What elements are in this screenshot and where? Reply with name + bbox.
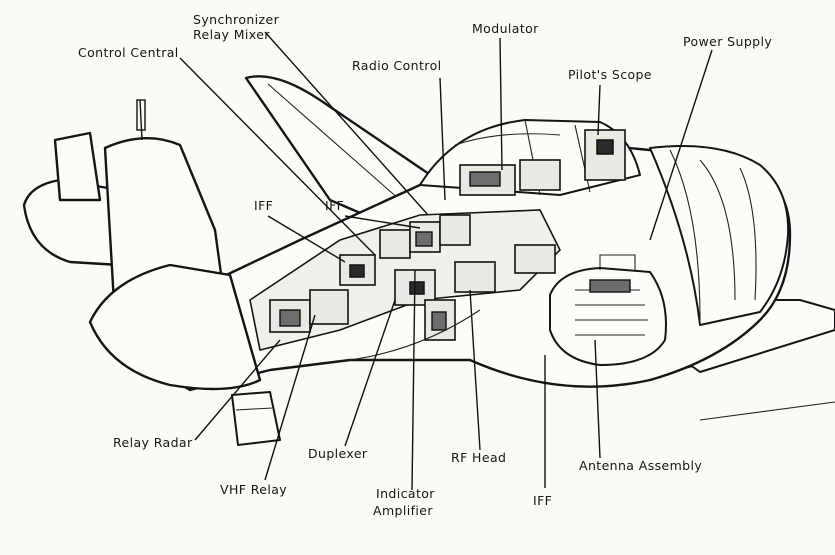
- label-power-supply: Power Supply: [683, 34, 772, 49]
- label-duplexer: Duplexer: [308, 446, 368, 461]
- near-stabilizer: [88, 263, 262, 391]
- equipment-boxes: [269, 129, 626, 341]
- label-iff-left: IFF: [254, 198, 273, 213]
- label-antenna-assembly: Antenna Assembly: [579, 458, 702, 473]
- label-iff-center: IFF: [325, 198, 344, 213]
- engine-cowling: [649, 145, 790, 326]
- label-radio-control: Radio Control: [352, 58, 441, 73]
- label-relay-radar: Relay Radar: [113, 435, 193, 450]
- leader-lines: [179, 31, 713, 491]
- label-iff-bottom: IFF: [533, 493, 552, 508]
- far-stabilizer: [22, 178, 122, 267]
- diagram-labels: Synchronizer Relay Mixer Modulator Power…: [78, 12, 772, 518]
- label-rf-head: RF Head: [451, 450, 506, 465]
- label-vhf-relay: VHF Relay: [220, 482, 287, 497]
- aircraft-illustration: [22, 75, 835, 446]
- label-pilots-scope: Pilot's Scope: [568, 67, 652, 82]
- label-control-central: Control Central: [78, 45, 179, 60]
- label-relay-mixer: Relay Mixer: [193, 27, 270, 42]
- label-amplifier: Amplifier: [373, 503, 433, 518]
- antenna-assembly-pod: [549, 267, 667, 366]
- label-modulator: Modulator: [472, 21, 539, 36]
- label-indicator: Indicator: [376, 486, 435, 501]
- label-synchronizer: Synchronizer: [193, 12, 280, 27]
